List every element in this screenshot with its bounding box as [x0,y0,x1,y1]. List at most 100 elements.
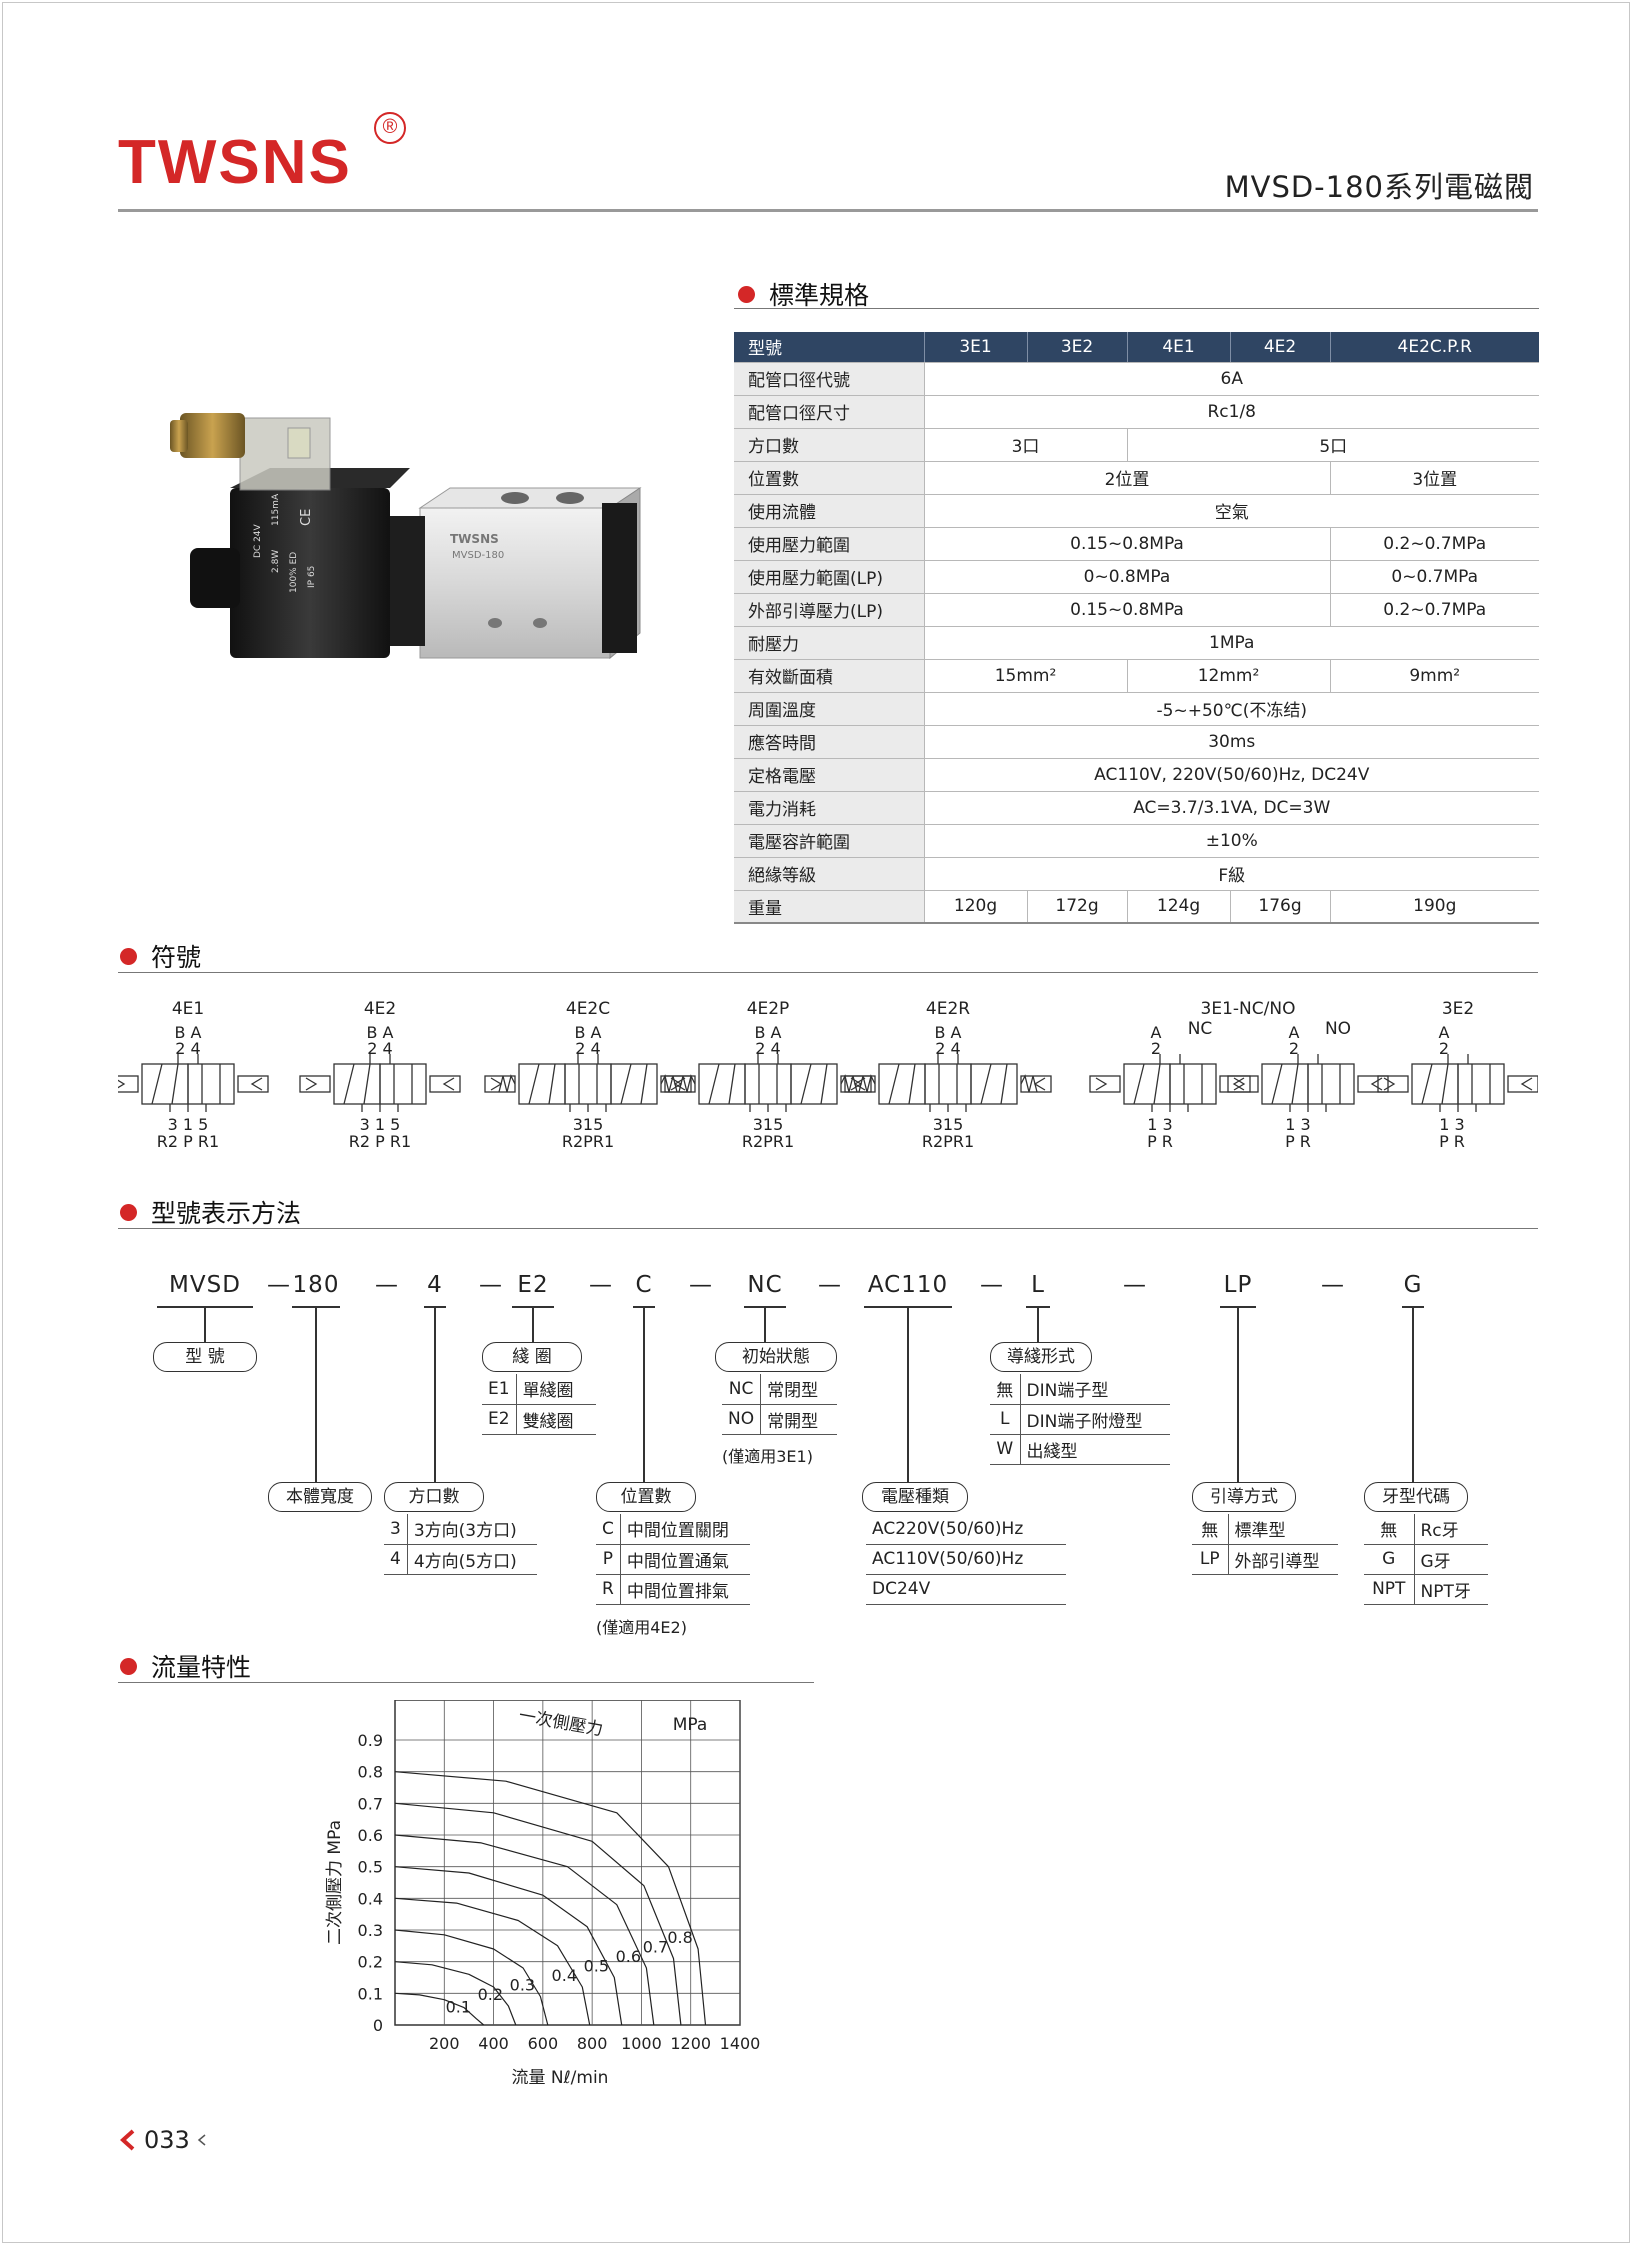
spec-header-model: 3E1 [923,332,1027,363]
spec-row-label: 耐壓力 [734,626,924,660]
symbol-port-bottom-label: R2 P R1 [157,1132,219,1151]
chart-series-line [394,1802,682,2026]
code-sep: — [1321,1272,1345,1298]
code-connector [907,1308,909,1488]
code-connector [204,1308,206,1344]
initial-note: (僅適用3E1) [722,1447,813,1466]
code-sep: — [818,1272,842,1298]
label-position: 位置數 [596,1482,696,1512]
section-symbols-title: 符號 [151,943,202,972]
section-flow-heading: 流量特性 [120,1648,251,1684]
chart-series-label: 0.3 [510,1976,535,1995]
chart-y-tick: 0.9 [358,1731,383,1750]
spec-cell: ±10% [923,824,1539,858]
spec-cell: 0~0.7MPa [1329,560,1539,594]
position-desc: 中間位置通氣 [620,1544,751,1575]
symbol-tag: NO [1325,1019,1351,1039]
chart-series-line [394,1834,655,2026]
symbol-port-top-num: 2 [1439,1039,1449,1058]
code-part-initial: NC [747,1272,783,1298]
symbol-port-top-num: 2 4 [575,1039,600,1058]
symbol-port-top: A [1151,1023,1162,1042]
label-initial: 初始狀態 [715,1342,837,1372]
symbol-name: 4E2C [566,999,610,1019]
symbol-port-bottom-label: P R [1439,1132,1465,1151]
code-sep: — [479,1272,503,1298]
chart-x-tick: 1000 [621,2034,662,2053]
spec-cell: 1MPa [923,626,1539,660]
spec-row-label: 周圍溫度 [734,692,924,726]
code-sep: — [689,1272,713,1298]
label-type: 型 號 [153,1342,257,1372]
spec-cell: 124g [1126,890,1230,924]
valve-symbol-graphic [844,1054,1052,1112]
symbol-port-top: B A [574,1023,601,1042]
symbol-port-top-num: 2 [1151,1039,1161,1058]
code-connector [643,1308,645,1488]
section-symbols-rule [118,972,1538,973]
spec-cell: AC110V, 220V(50/60)Hz, DC24V [923,758,1539,792]
valve-symbol-graphic [1377,1054,1538,1112]
svg-text:MVSD-180: MVSD-180 [452,550,504,561]
ports-code: 3 [384,1514,408,1545]
svg-text:2.8W: 2.8W [271,550,281,573]
chart-unit-label: MPa [673,1715,708,1735]
code-underline [744,1306,786,1308]
code-sep: — [1123,1272,1147,1298]
spec-cell: 15mm² [923,659,1127,693]
spec-cell: 3口 [923,428,1127,462]
spec-cell: 2位置 [923,461,1330,495]
symbol-port-bottom-label: R2PR1 [742,1132,794,1151]
spec-row-label: 應答時間 [734,725,924,759]
spec-cell: 172g [1026,890,1127,924]
section-model-heading: 型號表示方法 [120,1194,301,1230]
symbol-port-top: A [1439,1023,1450,1042]
pilot-code: LP [1192,1544,1229,1575]
wiring-desc: 出綫型 [1020,1434,1170,1465]
spec-row-label: 使用流體 [734,494,924,528]
symbol-port-top: B A [934,1023,961,1042]
product-photo: DC 24V 2.8W 100% ED IP 65 115mA CE TWSNS… [170,413,642,660]
spec-cell: 5口 [1126,428,1539,462]
section-spec-rule [734,308,1539,309]
spec-row-label: 定格電壓 [734,758,924,792]
code-part-width: 180 [292,1272,340,1298]
section-spec-title: 標準規格 [769,281,870,310]
symbol-port-bottom: 315 [573,1115,604,1134]
code-sep: — [267,1272,291,1298]
valve-symbol-graphic [118,1054,269,1112]
voltage-option: AC110V(50/60)Hz [866,1544,1066,1575]
spec-cell: 0.15~0.8MPa [923,593,1330,627]
symbol-name: 3E2 [1442,999,1474,1019]
code-connector [764,1308,766,1344]
spec-cell: Rc1/8 [923,395,1539,429]
bullet-icon [738,285,755,303]
chart-y-tick: 0.8 [358,1763,383,1782]
spec-cell: 3位置 [1329,461,1539,495]
spec-cell: 120g [923,890,1027,924]
label-coil: 綫 圈 [482,1342,582,1372]
svg-text:115mA: 115mA [271,493,281,526]
spec-cell: 6A [923,362,1539,396]
thread-code: 無 [1364,1514,1415,1545]
code-connector [1037,1308,1039,1344]
symbol-name: 4E2 [364,999,396,1019]
section-spec-heading: 標準規格 [738,276,869,312]
chart-y-tick: 0.2 [358,1953,383,1972]
spec-row-label: 使用壓力範圍 [734,527,924,561]
voltage-table: AC220V(50/60)Hz AC110V(50/60)Hz DC24V [866,1514,1066,1605]
chart-y-tick: 0.7 [358,1794,383,1813]
chevron-left-small-icon [197,2134,206,2146]
spec-cell: 空氣 [923,494,1539,528]
spec-cell: 176g [1229,890,1330,924]
pilot-desc: 外部引導型 [1228,1544,1338,1575]
